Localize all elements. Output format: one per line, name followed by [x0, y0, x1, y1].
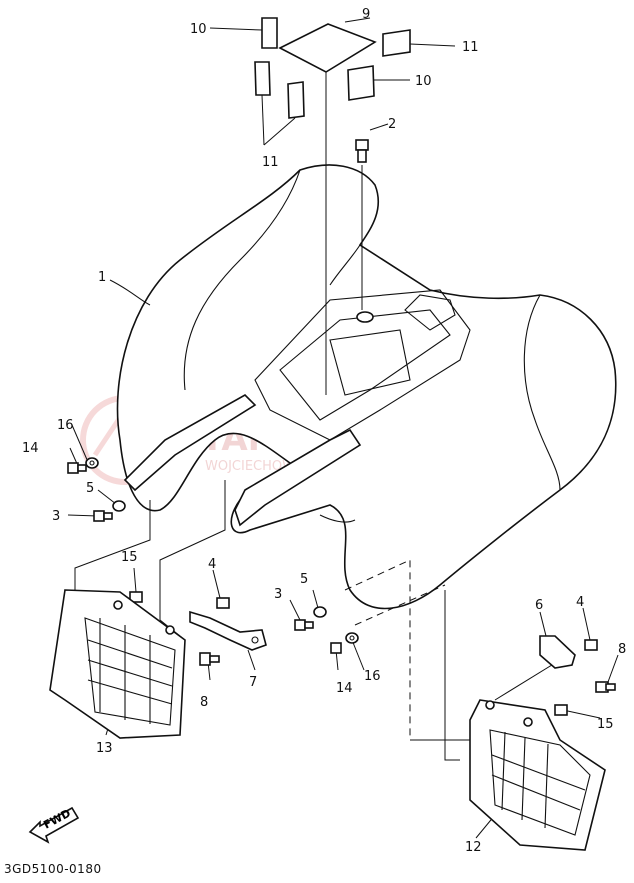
washer-5-right	[313, 606, 327, 618]
bolt-3-left	[93, 510, 113, 522]
pad-set	[254, 17, 411, 119]
rear-fender	[116, 164, 617, 610]
washer-16-left	[85, 457, 99, 469]
callout-labels: 9 10 11 10 2 11 1 16 14 5 3 15 4 3 5 6 4…	[22, 7, 626, 855]
nut-4-middle	[216, 597, 230, 609]
callout-15-right: 15	[597, 717, 614, 732]
callout-14-left: 14	[22, 441, 39, 456]
bolt-8-right	[595, 681, 616, 693]
callout-16-left: 16	[57, 418, 74, 433]
callout-13: 13	[96, 741, 113, 756]
callout-10-top: 10	[190, 22, 207, 37]
callout-3-left: 3	[52, 509, 60, 524]
callout-16-right: 16	[364, 669, 381, 684]
fastener-bolt-14-left	[67, 462, 87, 474]
nut-4-right	[584, 639, 598, 651]
pad-10-right	[347, 65, 375, 101]
callout-2: 2	[388, 117, 396, 132]
callout-8-right: 8	[618, 642, 626, 657]
pad-10-top	[261, 17, 278, 49]
leader-lines	[67, 17, 619, 839]
callout-5-right: 5	[300, 572, 308, 587]
washer-5-left	[112, 500, 126, 512]
nut-15-right	[554, 704, 568, 716]
mudflap-12	[469, 699, 606, 851]
callout-9: 9	[362, 7, 370, 22]
bracket-7	[189, 610, 267, 651]
drawing-code: 3GD5100-0180	[4, 862, 102, 876]
callout-11-left: 11	[262, 155, 279, 170]
callout-3-right: 3	[274, 587, 282, 602]
bolt-3-right	[294, 619, 314, 631]
pad-11-left-a	[254, 61, 271, 96]
mudflap-13	[49, 589, 186, 739]
callout-4-middle: 4	[208, 557, 216, 572]
callout-10-right: 10	[415, 74, 432, 89]
callout-14-right: 14	[336, 681, 353, 696]
bolt-8-left	[199, 652, 220, 666]
callout-12: 12	[465, 840, 482, 855]
fwd-arrow-icon: FWD	[28, 807, 80, 844]
bracket-6	[539, 635, 576, 669]
pad-11-right	[382, 29, 411, 57]
callout-15-left: 15	[121, 550, 138, 565]
bolt-2	[355, 139, 369, 163]
callout-1: 1	[98, 270, 106, 285]
callout-5-left: 5	[86, 481, 94, 496]
callout-7: 7	[249, 675, 257, 690]
bolt-14-right	[330, 642, 342, 654]
callout-6: 6	[535, 598, 543, 613]
plate-9	[278, 23, 377, 73]
washer-16-right	[345, 632, 359, 644]
callout-4-right: 4	[576, 595, 584, 610]
callout-11-right: 11	[462, 40, 479, 55]
pad-11-left-b	[287, 81, 305, 119]
callout-8-left: 8	[200, 695, 208, 710]
nut-15-left	[129, 591, 143, 603]
